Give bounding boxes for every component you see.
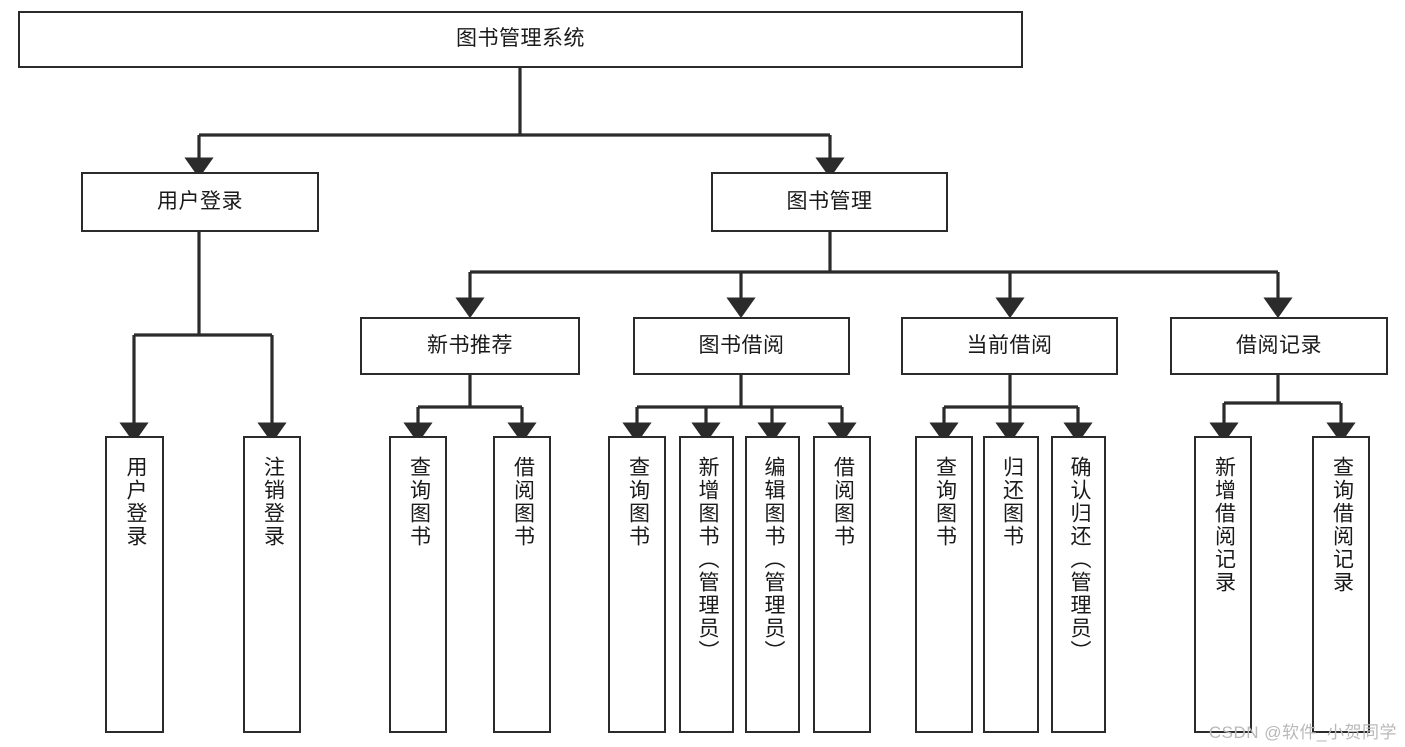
node-label: 用户登录 (123, 456, 147, 548)
watermark: CSDN @软件_小贺同学 (1208, 723, 1397, 742)
leaf-edit-book-admin[interactable]: 编辑图书（管理员） (745, 436, 800, 733)
leaf-add-borrow-record[interactable]: 新增借阅记录 (1194, 436, 1252, 733)
node-label: 借阅记录 (1236, 333, 1322, 357)
leaf-query-book-current[interactable]: 查询图书 (915, 436, 973, 733)
node-label: 查询图书 (626, 456, 650, 548)
node-label: 图书管理系统 (456, 27, 585, 51)
leaf-user-login[interactable]: 用户登录 (105, 436, 164, 733)
node-borrow-record[interactable]: 借阅记录 (1170, 317, 1388, 375)
node-label: 借阅图书 (511, 456, 535, 548)
leaf-query-book-recommend[interactable]: 查询图书 (389, 436, 447, 733)
node-label: 查询借阅记录 (1330, 456, 1354, 594)
node-book-borrow[interactable]: 图书借阅 (633, 317, 850, 375)
node-label: 确认归还（管理员） (1067, 456, 1091, 663)
leaf-return-book[interactable]: 归还图书 (983, 436, 1039, 733)
node-label: 图书借阅 (698, 333, 785, 357)
leaf-confirm-return-admin[interactable]: 确认归还（管理员） (1051, 436, 1106, 733)
leaf-borrow-book[interactable]: 借阅图书 (813, 436, 871, 733)
node-current-borrow[interactable]: 当前借阅 (901, 317, 1118, 375)
node-user-login[interactable]: 用户登录 (81, 172, 319, 232)
leaf-query-borrow-record[interactable]: 查询借阅记录 (1312, 436, 1370, 733)
leaf-borrow-book-recommend[interactable]: 借阅图书 (493, 436, 551, 733)
node-label: 注销登录 (261, 456, 285, 548)
node-label: 新增图书（管理员） (695, 456, 719, 663)
leaf-add-book-admin[interactable]: 新增图书（管理员） (679, 436, 734, 733)
node-label: 当前借阅 (966, 333, 1053, 357)
node-label: 归还图书 (1000, 456, 1024, 548)
node-label: 查询图书 (407, 456, 431, 548)
node-label: 新书推荐 (427, 333, 513, 357)
node-root-book-management-system[interactable]: 图书管理系统 (18, 11, 1023, 68)
node-label: 图书管理 (786, 189, 873, 213)
node-label: 借阅图书 (831, 456, 855, 548)
node-new-book-recommend[interactable]: 新书推荐 (360, 317, 580, 375)
node-label: 查询图书 (933, 456, 957, 548)
leaf-logout[interactable]: 注销登录 (243, 436, 301, 733)
node-label: 新增借阅记录 (1212, 456, 1236, 594)
leaf-query-book-borrow[interactable]: 查询图书 (608, 436, 666, 733)
node-label: 编辑图书（管理员） (761, 456, 785, 663)
node-book-management[interactable]: 图书管理 (711, 172, 948, 232)
node-label: 用户登录 (157, 189, 243, 213)
